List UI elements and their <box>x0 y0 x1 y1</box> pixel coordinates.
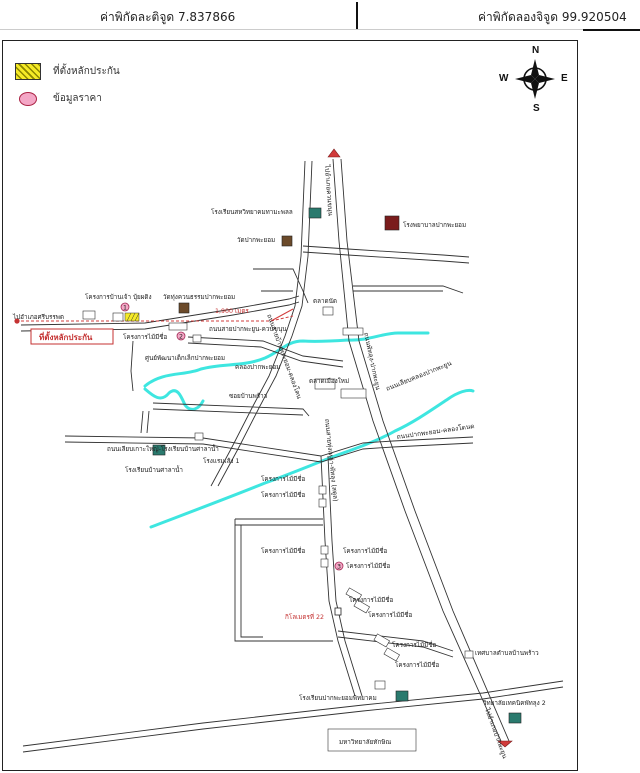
south-end-marker <box>497 740 513 748</box>
price-marker-label-3: 3 <box>337 564 341 571</box>
label-project-e: โครงการไม้มีชื่อ <box>346 561 391 570</box>
map-canvas: 1 2 3 ที่ตั้งหลักประกัน โรงเรียนสหวิทยาค… <box>12 148 564 761</box>
label-lower-road: ถนนเลียบเกาะใหญ่-โรงเรียนบ้านศาลาน้ำ <box>107 444 219 453</box>
collateral-hatch-lines <box>126 312 140 322</box>
label-market: ตลาดนัด <box>313 298 337 305</box>
hatch-yellow-swatch-icon <box>15 63 41 80</box>
legend-label-collateral: ที่ตั้งหลักประกัน <box>53 66 120 77</box>
north-end-marker <box>327 148 341 158</box>
compass-n: N <box>532 45 540 56</box>
label-municipality: เทศบาลตำบลบ้านพร้าว <box>475 649 539 657</box>
school-icon-left <box>152 444 166 456</box>
longitude-label: ค่าพิกัดลองจิจูด 99.920504 <box>478 10 627 24</box>
collateral-site-marker <box>124 312 140 322</box>
label-side-road: ถนนเลียบคลองปากพะยูน <box>385 359 454 393</box>
project-buildings <box>82 306 474 752</box>
label-to-hospital: ไปอำเภอศรีบรรพต <box>12 313 64 321</box>
price-marker-labels: 1 2 3 <box>123 305 341 571</box>
school-icon-bottom <box>395 690 409 702</box>
collateral-box <box>30 328 114 345</box>
striped-project-plots <box>318 485 400 662</box>
school-icon <box>308 207 322 219</box>
label-project-i: โครงการไม้มีชื่อ <box>395 660 440 669</box>
label-university: มหาวิทยาลัยทักษิณ <box>339 738 391 746</box>
price-markers <box>120 302 344 571</box>
km-marker-icon <box>334 607 342 616</box>
price-marker-label-1: 1 <box>123 305 127 312</box>
collateral-box-label: ที่ตั้งหลักประกัน <box>39 331 93 342</box>
label-north-road: ไปอำเภอควนขนุน <box>323 164 335 217</box>
price-marker-1 <box>120 302 130 312</box>
label-project-c: โครงการไม้มีชื่อ <box>261 546 306 555</box>
label-soi: ซอยบ้านพร้าว <box>229 392 268 400</box>
distance-leader <box>270 308 294 322</box>
label-temple: วัดปากพะยอม <box>237 237 275 244</box>
label-new-market: ตลาดเมืองใหม่ <box>309 377 349 385</box>
header-underline <box>0 29 640 30</box>
label-hospital: โรงพยาบาลปากพะยอม <box>403 221 466 229</box>
label-project-f: โครงการไม้มีชื่อ <box>349 595 394 604</box>
label-temple-2: วัดทุ่งควนธรรมปากพะยอม <box>163 294 235 301</box>
label-project-mid: โครงการไม้มีชื่อ <box>123 332 168 341</box>
compass-rose: N S W E <box>493 43 573 115</box>
label-distance: 1,900 เมตร <box>215 308 249 315</box>
label-project-a: โครงการไม้มีชื่อ <box>261 474 306 483</box>
price-marker-label-2: 2 <box>179 334 183 341</box>
compass-icon <box>515 59 555 99</box>
legend-label-price: ข้อมูลราคา <box>53 93 102 104</box>
temple-icon-2 <box>178 302 190 314</box>
legend-item-price: ข้อมูลราคา <box>15 91 102 106</box>
header-underline-accent <box>583 29 640 31</box>
label-km-marker: กิโลเมตรที่ 22 <box>285 612 324 621</box>
canals <box>143 331 475 529</box>
label-school-top: โรงเรียนสหวิทยาคมทามะพลล <box>211 208 293 216</box>
map-frame: 1 2 3 ที่ตั้งหลักประกัน โรงเรียนสหวิทยาค… <box>2 40 578 771</box>
label-center: ศูนย์พัฒนาเด็กเล็กปากพะยอม <box>145 353 225 362</box>
map-labels: โรงเรียนสหวิทยาคมทามะพลล โรงพยาบาลปากพะย… <box>12 164 546 761</box>
latitude-label: ค่าพิกัดละติจูด 7.837866 <box>100 10 236 24</box>
compass-w: W <box>499 73 509 84</box>
price-marker-2 <box>176 331 186 341</box>
canal-north <box>143 331 430 388</box>
label-project-b: โครงการไม้มีชื่อ <box>261 490 306 499</box>
label-college: วิทยาลัยเทคนิคพัทลุง 2 <box>483 699 546 707</box>
label-canal: คลองปากพะยอม <box>235 364 280 371</box>
coordinate-header: ค่าพิกัดละติจูด 7.837866 ค่าพิกัดลองจิจู… <box>0 0 640 31</box>
label-project-d: โครงการไม้มีชื่อ <box>343 546 388 555</box>
temple-icon <box>281 235 293 247</box>
college-icon <box>508 712 522 724</box>
label-school-bottom: โรงเรียนปากพะยอมพิทยาคม <box>299 694 377 702</box>
compass-e: E <box>561 73 568 84</box>
roads <box>20 158 564 753</box>
label-project-top: โครงการบ้านเจ้า บุ้ยผดิง <box>85 293 152 301</box>
building-icons <box>152 207 522 724</box>
legend-item-collateral: ที่ตั้งหลักประกัน <box>15 63 120 80</box>
label-bottom-road: ไปอำเภอปากพะยูน <box>483 706 509 760</box>
hospital-icon <box>384 215 400 231</box>
header-divider <box>356 2 358 30</box>
label-phanan-road: ถนนสายปากพะยูน-ควนขนุน <box>209 326 287 333</box>
label-project-g: โครงการไม้มีชื่อ <box>368 610 413 619</box>
canal-south <box>149 388 475 529</box>
west-endpoint-marker <box>14 318 20 324</box>
label-project-h: โครงการไม้มีชื่อ <box>392 640 437 649</box>
compass-s: S <box>533 103 540 114</box>
price-marker-3 <box>334 561 344 571</box>
label-school-left: โรงเรียนบ้านศาลาน้ำ <box>125 465 183 474</box>
label-inn: โรงแรมเส้ง 1 <box>203 457 240 465</box>
pink-circle-icon <box>19 91 37 106</box>
canal-west-branch <box>143 387 205 411</box>
